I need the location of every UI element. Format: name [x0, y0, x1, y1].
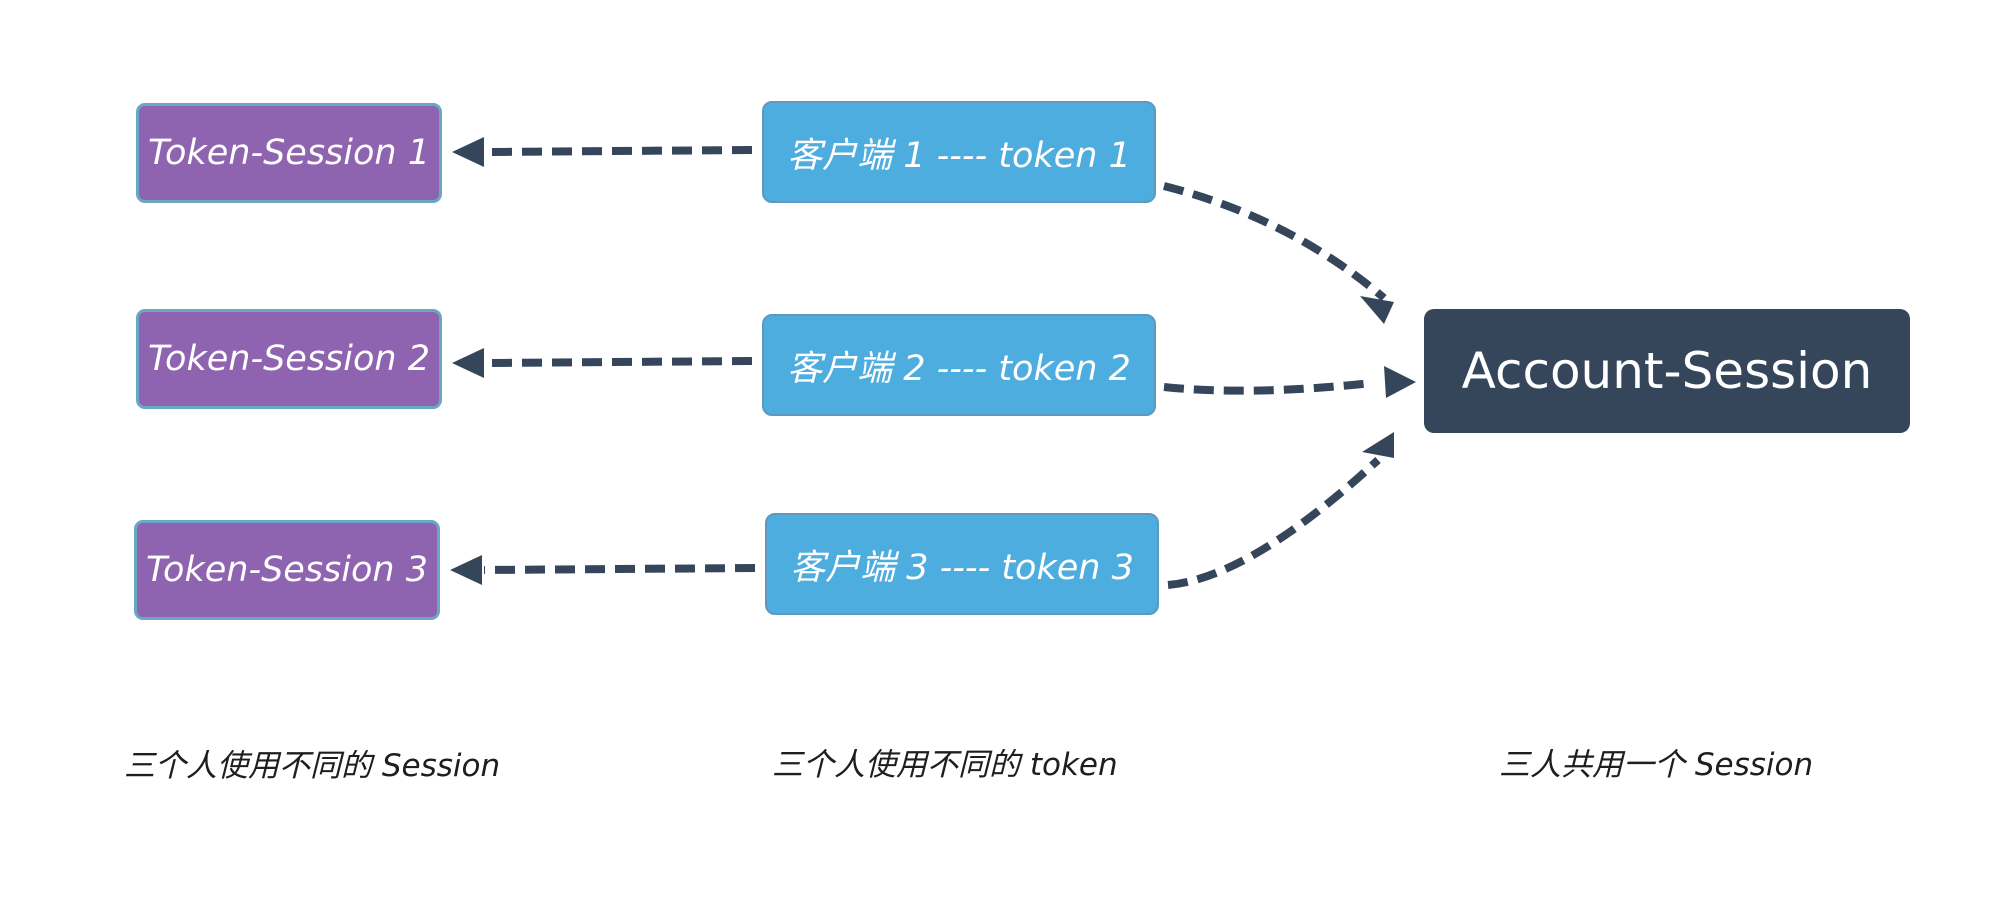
arrowhead-token-session-3: [450, 555, 482, 585]
arrowhead-account-session-top: [1360, 296, 1394, 324]
arrowhead-token-session-2: [452, 348, 484, 378]
token-session-1-label: Token-Session 1: [147, 133, 431, 173]
client-3-label: 客户端 3 ---- token 3: [790, 547, 1134, 588]
account-session-label: Account-Session: [1461, 342, 1873, 400]
client-2-label: 客户端 2 ---- token 2: [787, 348, 1131, 389]
arrowhead-account-session-middle: [1384, 366, 1416, 398]
arrow-client-2-to-account-session: [1163, 379, 1373, 395]
client-2-node: 客户端 2 ---- token 2: [762, 314, 1156, 416]
caption-right: 三人共用一个 Session: [1499, 747, 1814, 783]
token-session-2-node: Token-Session 2: [136, 309, 442, 409]
arrowhead-account-session-bottom: [1362, 432, 1394, 458]
arrowhead-token-session-1: [452, 137, 484, 167]
caption-middle: 三个人使用不同的 token: [772, 747, 1118, 783]
arrow-client-3-to-token-session-3: [483, 564, 756, 574]
token-session-1-node: Token-Session 1: [136, 103, 442, 203]
client-3-node: 客户端 3 ---- token 3: [765, 513, 1159, 615]
arrow-client-2-to-token-session-2: [485, 357, 753, 367]
arrow-client-3-to-account-session: [1167, 457, 1381, 589]
token-session-2-label: Token-Session 2: [147, 339, 431, 379]
arrow-client-1-to-account-session: [1163, 182, 1387, 302]
caption-left: 三个人使用不同的 Session: [124, 748, 501, 784]
token-session-3-node: Token-Session 3: [134, 520, 440, 620]
client-1-label: 客户端 1 ---- token 1: [787, 135, 1131, 176]
token-session-3-label: Token-Session 3: [145, 550, 429, 590]
arrow-client-1-to-token-session-1: [485, 146, 753, 156]
account-session-node: Account-Session: [1424, 309, 1910, 433]
client-1-node: 客户端 1 ---- token 1: [762, 101, 1156, 203]
